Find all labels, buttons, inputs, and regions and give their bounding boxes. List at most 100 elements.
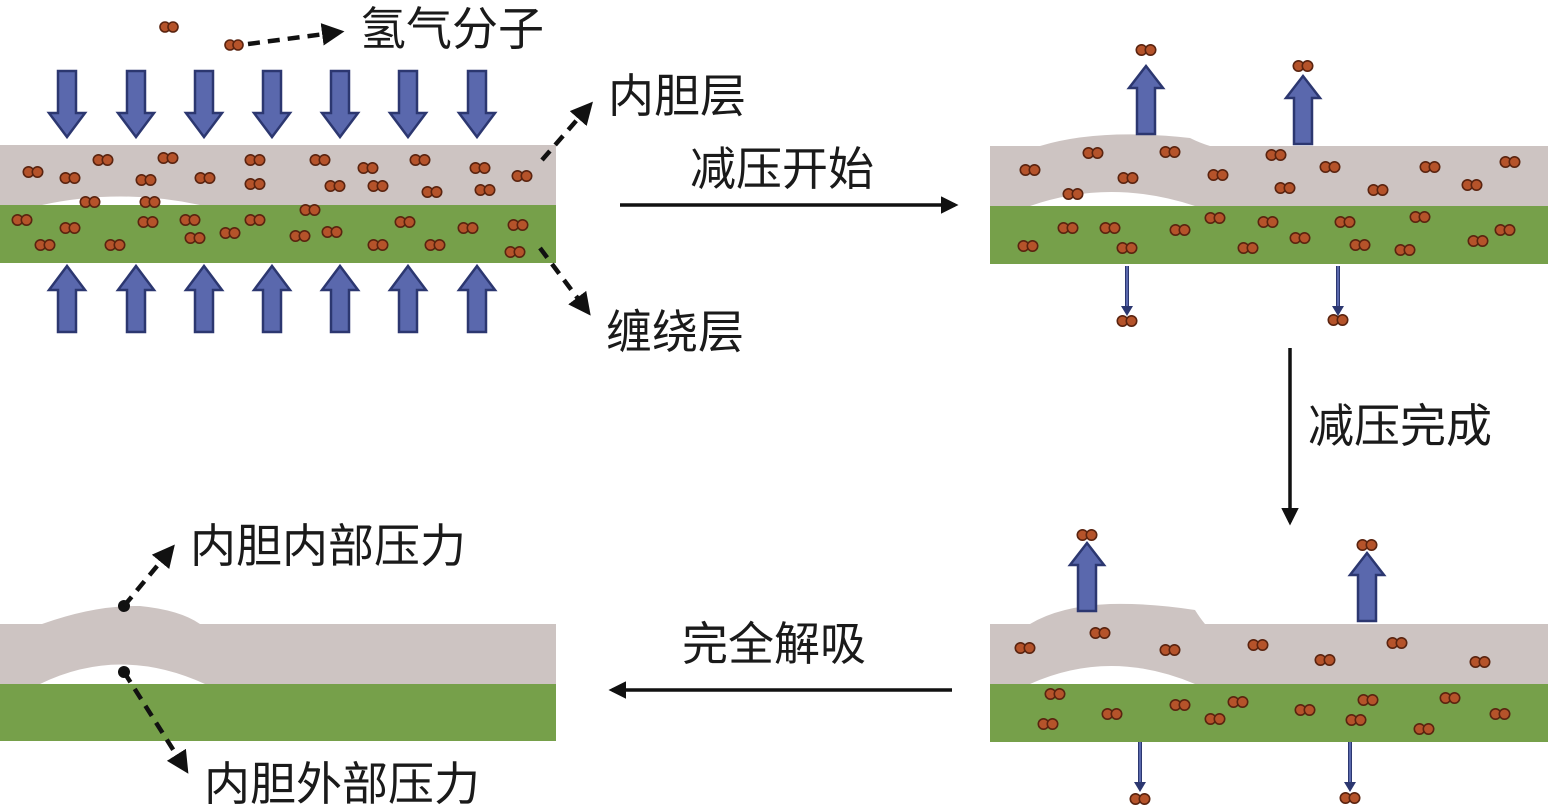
winding-layer-band [990, 206, 1548, 264]
label-full-desorption: 完全解吸 [682, 617, 866, 671]
hydrogen-molecule-icon [92, 154, 114, 166]
hydrogen-molecule-icon [321, 226, 343, 238]
pressure-arrow-icon [1067, 540, 1107, 613]
hydrogen-molecule-icon [1082, 147, 1104, 159]
panel-depressurize-start [990, 44, 1548, 327]
hydrogen-molecule-icon [1227, 696, 1249, 708]
hydrogen-molecule-icon [424, 239, 446, 251]
pressure-arrow-icon [1283, 73, 1323, 146]
hydrogen-molecule-icon [309, 154, 331, 166]
outflow-arrow-icon [1134, 742, 1146, 792]
hydrogen-molecule-icon [1419, 161, 1441, 173]
label-liner-layer: 内胆层 [608, 69, 746, 123]
pressure-arrow-icon [251, 263, 293, 334]
hydrogen-molecule-icon [1101, 708, 1123, 720]
hydrogen-molecule-icon [1274, 182, 1296, 194]
hydrogen-molecule-icon [1499, 156, 1521, 168]
outflow-arrow-icon [1121, 266, 1133, 316]
transition-depressurize-complete: 减压完成 [1281, 348, 1492, 526]
liner-layer-band [0, 605, 556, 684]
hydrogen-molecule-icon [1469, 656, 1491, 668]
hydrogen-molecule-icon [1204, 713, 1226, 725]
hydrogen-molecule-icon [1099, 222, 1121, 234]
hydrogen-molecule-icon [1467, 235, 1489, 247]
hydrogen-molecule-icon [11, 214, 33, 226]
hydrogen-molecule-icon [1394, 244, 1416, 256]
hydrogen-molecule-icon [157, 152, 179, 164]
outflow-arrow-icon [1344, 742, 1356, 792]
hydrogen-molecule-icon [421, 186, 443, 198]
hydrogen-molecule-icon [1017, 240, 1039, 252]
hydrogen-molecule-icon [1057, 222, 1079, 234]
hydrogen-molecule-icon [357, 162, 379, 174]
hydrogen-molecule-icon [137, 216, 159, 228]
external-pressure-arrows [46, 69, 498, 140]
internal-pressure-arrows [46, 263, 498, 334]
pressure-arrow-icon [319, 69, 361, 140]
hydrogen-molecule-icon [194, 172, 216, 184]
pressure-arrow-icon [387, 69, 429, 140]
hydrogen-molecule-icon [1367, 184, 1389, 196]
hydrogen-molecule-icon [224, 39, 244, 51]
pointer-liner-layer [540, 101, 593, 162]
hydrogen-molecule-icon [367, 239, 389, 251]
hydrogen-molecule-icon [299, 204, 321, 216]
hydrogen-molecule-icon [1489, 708, 1511, 720]
hydrogen-molecule-icon [1386, 637, 1408, 649]
pressure-arrow-icon [46, 263, 88, 334]
pressure-arrow-icon [1347, 550, 1387, 623]
pressure-arrow-icon [46, 69, 88, 140]
hydrogen-molecule-icon [474, 184, 496, 196]
liner-layer-band [990, 603, 1548, 684]
hydrogen-molecule-icon [1169, 224, 1191, 236]
hydrogen-molecules-group [11, 152, 533, 258]
liner-blister-gap [1030, 666, 1195, 684]
hydrogen-molecule-icon [1116, 315, 1138, 327]
hydrogen-molecule-icon [59, 172, 81, 184]
pressure-arrow-icon [115, 69, 157, 140]
pressure-arrow-icon [183, 69, 225, 140]
hydrogen-molecule-icon [244, 154, 266, 166]
label-liner-internal-pressure: 内胆内部压力 [190, 519, 466, 573]
hydrogen-molecule-icon [1439, 692, 1461, 704]
pressure-arrow-icon [251, 69, 293, 140]
hydrogen-molecule-icon [1037, 718, 1059, 730]
hydrogen-molecule-icon [1117, 172, 1139, 184]
pointer-winding-layer [538, 246, 591, 316]
hydrogen-molecule-icon [1207, 169, 1229, 181]
hydrogen-molecule-icon [22, 166, 44, 178]
transition-depressurize-start: 减压开始 [620, 142, 959, 214]
hydrogen-molecule-icon [135, 174, 157, 186]
hydrogen-molecule-icon [1159, 644, 1181, 656]
hydrogen-molecule-icon [1461, 179, 1483, 191]
hydrogen-molecule-icon [1237, 242, 1259, 254]
hydrogen-molecule-icon [1319, 161, 1341, 173]
hydrogen-molecules-group [1017, 146, 1521, 256]
pressure-arrow-icon [387, 263, 429, 334]
hydrogen-molecule-icon [1294, 704, 1316, 716]
hydrogen-molecule-icon [1292, 60, 1314, 72]
pressure-arrow-icon [456, 263, 498, 334]
hydrogen-molecule-icon [59, 222, 81, 234]
pressure-arrow-icon [456, 69, 498, 140]
hydrogen-molecule-icon [219, 227, 241, 239]
hydrogen-molecule-icon [1014, 642, 1036, 654]
hydrogen-molecule-icon [1334, 216, 1356, 228]
hydrogen-molecule-icon [1339, 792, 1361, 804]
label-depressurize-complete: 减压完成 [1308, 399, 1492, 453]
hydrogen-molecule-icon [139, 196, 161, 208]
hydrogen-molecule-icon [1265, 149, 1287, 161]
hydrogen-molecule-icon [1327, 314, 1349, 326]
winding-layer-band [990, 684, 1548, 742]
hydrogen-molecule-icon [1357, 694, 1379, 706]
hydrogen-molecule-icon [244, 214, 266, 226]
liner-layer-band [0, 145, 556, 205]
hydrogen-molecule-icon [1204, 212, 1226, 224]
hydrogen-molecule-icon [1345, 714, 1367, 726]
hydrogen-molecule-icon [1159, 146, 1181, 158]
hydrogen-molecule-icon [394, 216, 416, 228]
escaping-hydrogen-group [1067, 529, 1387, 805]
hydrogen-molecule-icon [1413, 723, 1435, 735]
pressure-arrow-icon [115, 263, 157, 334]
hydrogen-molecule-icon [367, 180, 389, 192]
